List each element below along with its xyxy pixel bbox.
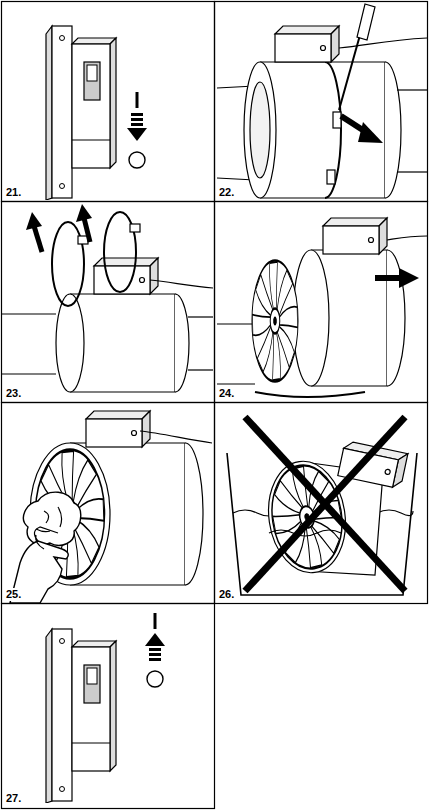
callout-number: 27. <box>4 792 23 805</box>
callout-number: 26. <box>217 588 236 601</box>
switch-off <box>46 26 147 200</box>
switch-on <box>46 613 165 803</box>
no-water <box>227 417 417 595</box>
loosen-clamp <box>217 4 427 198</box>
remove-clamps <box>2 204 213 392</box>
wipe-fan <box>10 411 212 603</box>
pull-out-fan <box>217 218 427 397</box>
callout-number: 21. <box>4 186 23 199</box>
callout-number: 23. <box>4 387 23 400</box>
callout-number: 24. <box>217 387 236 400</box>
callout-number: 25. <box>4 588 23 601</box>
callout-number: 22. <box>217 186 236 199</box>
